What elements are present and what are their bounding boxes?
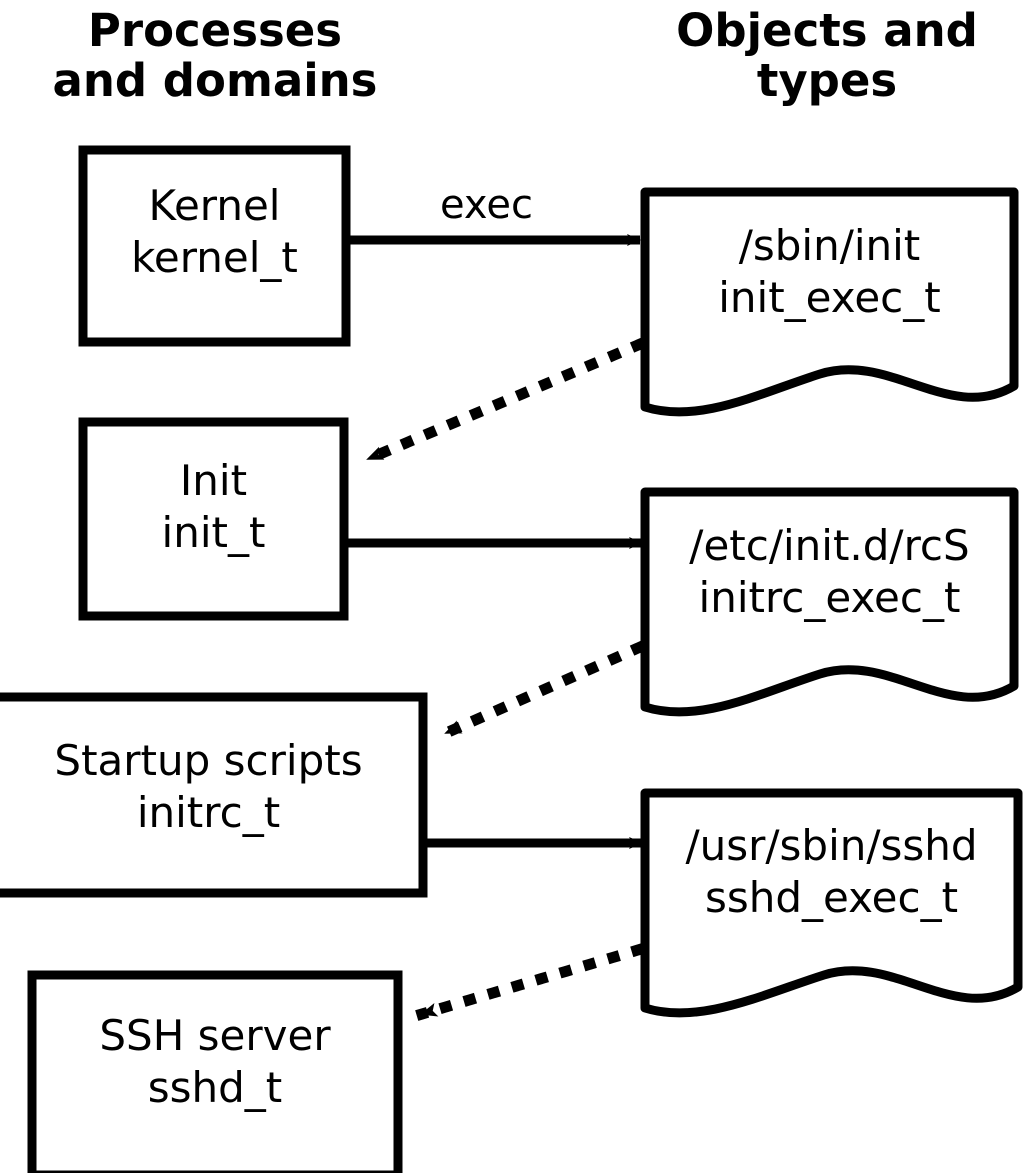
edge-initrc-exec-transition-startup-scripts[interactable] [438, 640, 646, 741]
edge-sshd-exec-transition-ssh-server[interactable] [415, 943, 645, 1021]
column-header-objects-and-types: Objects and types [676, 4, 978, 107]
column-header-processes-and-domains: Processes and domains [52, 4, 378, 107]
edge-init-exec-transition-init[interactable] [360, 337, 646, 467]
process-box-ssh-server[interactable] [27, 970, 403, 1173]
process-box-kernel[interactable] [78, 145, 351, 347]
object-document-sshd-exec[interactable] [640, 788, 1023, 1018]
object-document-init-exec[interactable] [640, 187, 1019, 417]
object-document-initrc-exec[interactable] [640, 487, 1019, 717]
edge-label-exec: exec [440, 182, 533, 228]
process-box-init[interactable] [78, 417, 349, 621]
process-box-startup-scripts[interactable] [0, 692, 428, 898]
